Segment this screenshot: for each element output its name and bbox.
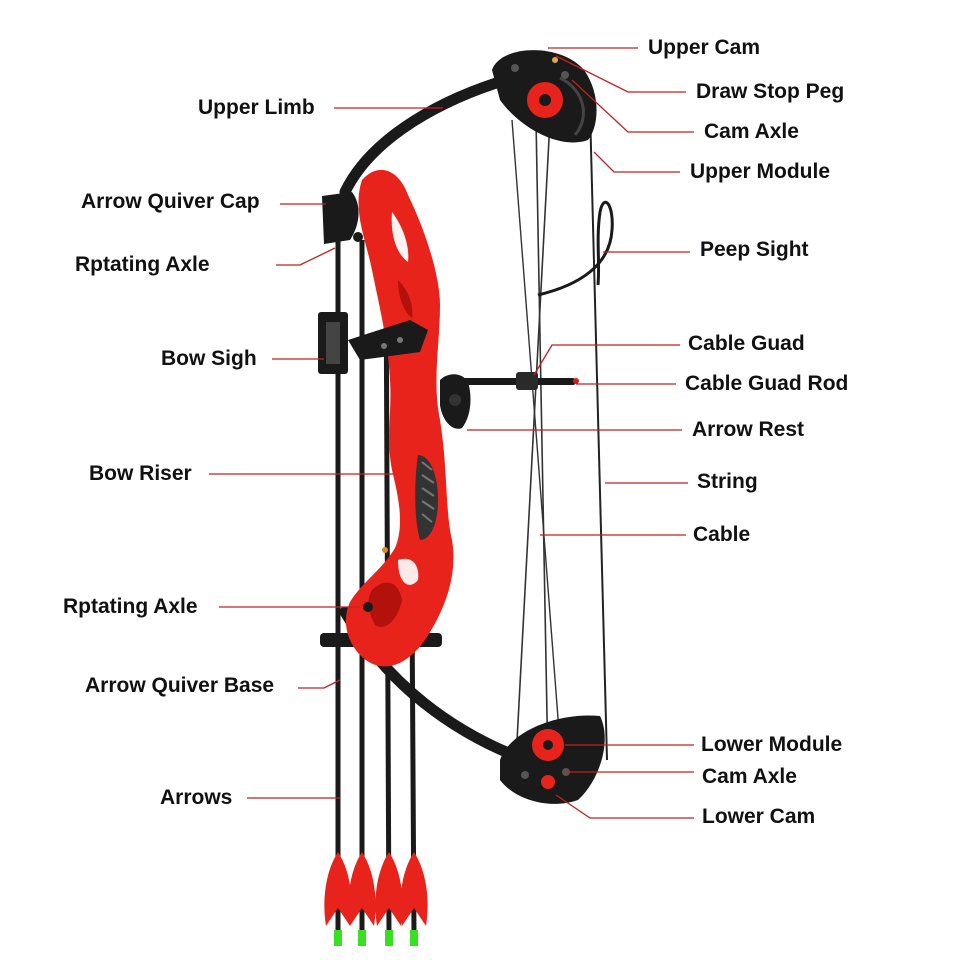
label-string: String <box>697 470 758 493</box>
bow-riser <box>345 169 454 667</box>
label-arrows: Arrows <box>160 786 233 809</box>
riser-grip <box>415 455 438 540</box>
cable-guard-rod <box>450 372 579 390</box>
label-bow-sight: Bow Sigh <box>161 347 257 370</box>
label-cable-guard-rod: Cable Guad Rod <box>685 372 849 395</box>
label-lower-module: Lower Module <box>701 733 843 756</box>
label-upper-module: Upper Module <box>690 160 830 183</box>
leader-lines-left <box>209 107 443 799</box>
bow-sight <box>318 312 428 374</box>
label-upper-cam: Upper Cam <box>648 36 761 59</box>
leader-lines-right <box>467 47 694 819</box>
label-arrow-rest: Arrow Rest <box>692 418 805 441</box>
label-cam-axle-upper: Cam Axle <box>704 120 799 143</box>
cable-a <box>535 119 549 771</box>
lower-cam <box>500 715 605 804</box>
cable-c <box>511 119 563 771</box>
bow-string <box>589 109 608 761</box>
label-arrow-quiver-base: Arrow Quiver Base <box>85 674 275 697</box>
arrow-rest <box>440 374 471 429</box>
label-cable: Cable <box>693 523 751 546</box>
cable-b <box>515 119 551 761</box>
label-arrow-quiver-cap: Arrow Quiver Cap <box>81 190 260 213</box>
peep-sight <box>537 200 614 297</box>
label-bow-riser: Bow Riser <box>89 462 192 485</box>
label-draw-stop-peg: Draw Stop Peg <box>696 80 845 103</box>
label-rotating-axle-lower: Rptating Axle <box>63 595 198 618</box>
arrow-quiver-cap <box>322 192 359 244</box>
label-cable-guard: Cable Guad <box>688 332 805 355</box>
label-rotating-axle-upper: Rptating Axle <box>75 253 210 276</box>
label-lower-cam: Lower Cam <box>702 805 816 828</box>
label-upper-limb: Upper Limb <box>198 96 315 119</box>
label-cam-axle-lower: Cam Axle <box>702 765 797 788</box>
upper-cam <box>492 50 597 143</box>
label-peep-sight: Peep Sight <box>700 238 809 261</box>
